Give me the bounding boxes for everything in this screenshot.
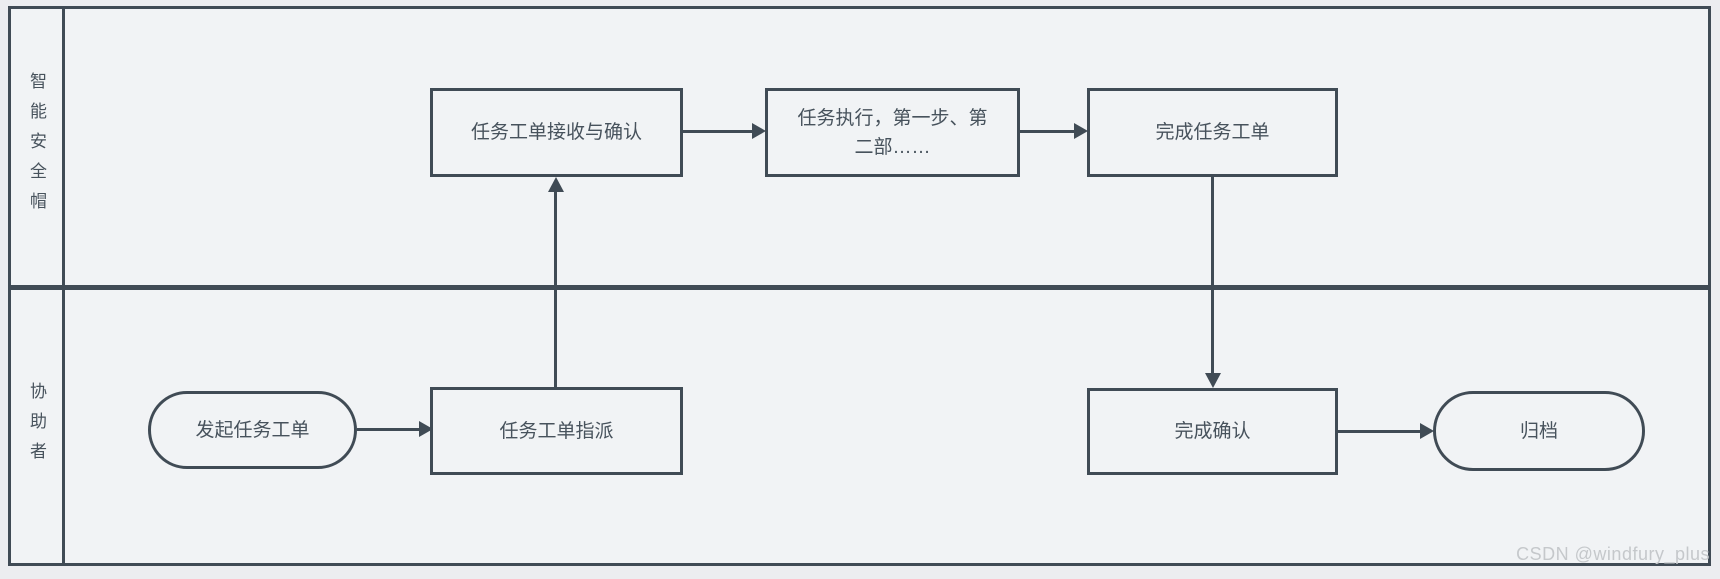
arrowhead-up-icon [548,177,564,192]
node-finish-ticket: 完成任务工单 [1087,88,1338,177]
lane-smart-helmet-label: 智能安全帽 [27,72,46,222]
arrowhead-right-icon [752,123,766,139]
edge-confirm-to-archive [1338,430,1420,433]
edge-execute-to-finish [1020,130,1074,133]
node-execute-steps-label: 任务执行，第一步、第二部…… [797,107,988,158]
edge-assign-to-receive [554,190,557,387]
edge-receive-to-execute [683,130,752,133]
arrowhead-right-icon [1420,423,1434,439]
csdn-watermark: CSDN @windfury_plus [1516,544,1710,564]
arrowhead-down-icon [1205,373,1221,388]
node-assign-ticket: 任务工单指派 [430,387,683,475]
node-receive-confirm: 任务工单接收与确认 [430,88,683,177]
lane-assistant-label-cell: 协助者 [11,290,65,563]
node-initiate-ticket-label: 发起任务工单 [195,419,310,441]
lane-smart-helmet: 智能安全帽 [11,9,1708,285]
node-confirm-finish: 完成确认 [1087,388,1338,475]
arrowhead-right-icon [1074,123,1088,139]
lane-smart-helmet-label-cell: 智能安全帽 [11,9,65,285]
node-archive-label: 归档 [1519,420,1558,442]
node-archive: 归档 [1433,391,1645,471]
node-initiate-ticket: 发起任务工单 [148,391,357,469]
arrowhead-right-icon [419,421,433,437]
node-receive-confirm-label: 任务工单接收与确认 [470,122,642,143]
edge-initiate-to-assign [357,428,419,431]
node-execute-steps: 任务执行，第一步、第二部…… [765,88,1020,177]
node-confirm-finish-label: 完成确认 [1174,421,1251,442]
lane-assistant: 协助者 [11,290,1708,563]
node-assign-ticket-label: 任务工单指派 [499,420,614,442]
lane-assistant-label: 协助者 [27,381,46,472]
lane-divider [11,285,1708,290]
node-finish-ticket-label: 完成任务工单 [1155,122,1270,143]
edge-finish-to-confirm [1211,177,1214,373]
